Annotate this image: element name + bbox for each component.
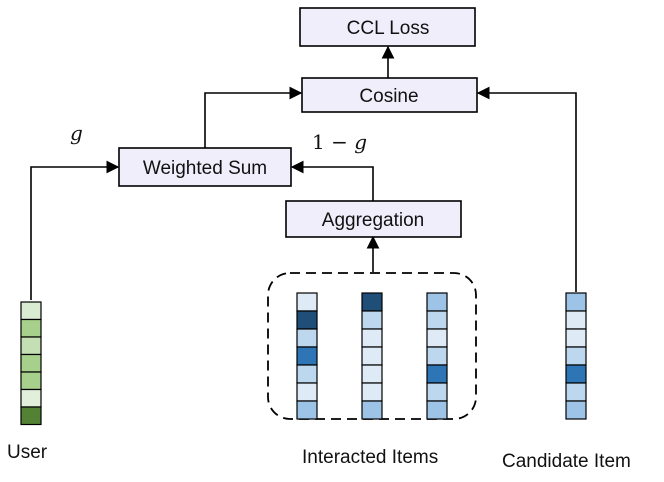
- vector-cell: [361, 364, 383, 384]
- vector-cell: [20, 336, 42, 356]
- items-weight-prefix: 1 −: [312, 130, 354, 154]
- candidate-item-vector: [565, 292, 587, 420]
- vector-cell: [426, 292, 448, 312]
- interacted-item-vector-1: [296, 292, 318, 420]
- aggregation-label: Aggregation: [322, 210, 424, 231]
- interacted-item-vector-3: [426, 292, 448, 420]
- vector-cell: [426, 328, 448, 348]
- interacted-item-vector-2: [361, 292, 383, 420]
- vector-cell: [565, 328, 587, 348]
- user-weight-label: g: [70, 121, 83, 145]
- weighted-sum-label: Weighted Sum: [143, 158, 267, 179]
- aggregation-box-frame: [285, 200, 462, 238]
- vector-cell: [565, 400, 587, 420]
- vector-cell: [426, 382, 448, 402]
- vector-cell: [426, 364, 448, 384]
- candidate-item-caption: Candidate Item: [502, 451, 631, 472]
- user-caption: User: [7, 442, 48, 463]
- vector-cell: [565, 310, 587, 330]
- vector-cell: [361, 382, 383, 402]
- edge-user-to-weighted-sum: [30, 160, 120, 300]
- vector-cell: [20, 371, 42, 391]
- edges: [30, 45, 577, 300]
- weighted-sum-box: Weighted Sum: [118, 147, 292, 187]
- vector-cell: [296, 346, 318, 366]
- vector-cell: [20, 388, 42, 408]
- ccl-loss-box: CCL Loss: [299, 7, 476, 47]
- edge-aggregation-to-weighted-sum: [290, 160, 374, 201]
- vector-cell: [361, 292, 383, 312]
- vector-cell: [296, 382, 318, 402]
- items-weight-label: 1 − g: [312, 130, 367, 154]
- vector-cell: [296, 310, 318, 330]
- vector-cell: [361, 310, 383, 330]
- weighted-sum-box-frame: [118, 147, 292, 187]
- vector-cell: [296, 364, 318, 384]
- vector-cell: [565, 292, 587, 312]
- vector-cell: [296, 292, 318, 312]
- edge-weighted-sum-to-cosine: [204, 86, 303, 148]
- vector-cell: [426, 310, 448, 330]
- vector-cell: [20, 353, 42, 373]
- vector-cell: [361, 400, 383, 420]
- edge-candidate-to-cosine: [476, 86, 577, 292]
- vector-cell: [20, 301, 42, 321]
- vector-cell: [361, 346, 383, 366]
- vector-cell: [426, 400, 448, 420]
- vector-cell: [565, 346, 587, 366]
- vector-cell: [20, 406, 42, 426]
- ccl-loss-label: CCL Loss: [347, 18, 430, 39]
- user-embedding-vector: [20, 301, 42, 426]
- ccl-loss-box-frame: [299, 7, 476, 47]
- vector-cell: [426, 346, 448, 366]
- vector-cell: [296, 328, 318, 348]
- cosine-label: Cosine: [359, 86, 418, 107]
- vector-cell: [296, 400, 318, 420]
- vector-cell: [20, 318, 42, 338]
- vector-cell: [361, 328, 383, 348]
- cosine-box: Cosine: [301, 77, 478, 113]
- items-weight-var: g: [354, 130, 367, 154]
- aggregation-box: Aggregation: [285, 200, 462, 238]
- cosine-box-frame: [301, 77, 478, 113]
- interacted-items-caption: Interacted Items: [302, 447, 438, 468]
- vector-cell: [565, 364, 587, 384]
- vector-cell: [565, 382, 587, 402]
